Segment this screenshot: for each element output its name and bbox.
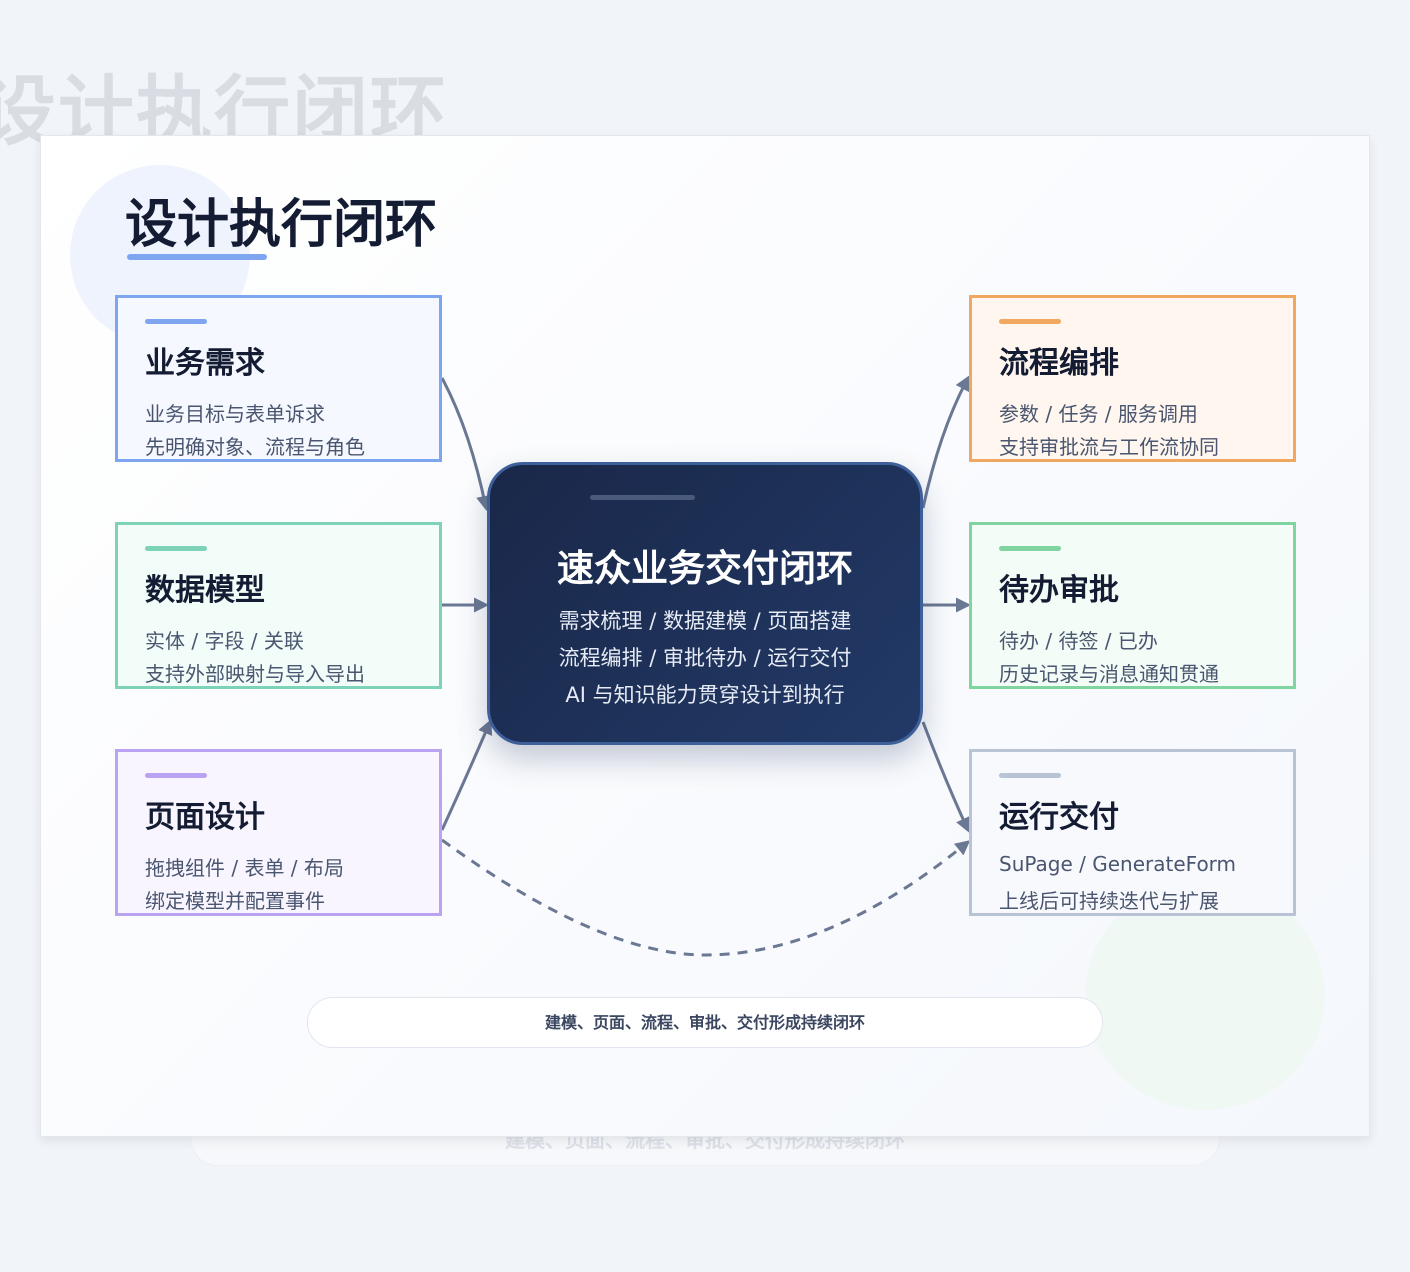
arrow-requirements-center: [440, 377, 491, 511]
card-data-model: 数据模型 实体 / 字段 / 关联 支持外部映射与导入导出: [115, 522, 442, 689]
card-title: 页面设计: [145, 800, 265, 835]
card-delivery: 运行交付 SuPage / GenerateForm 上线后可持续迭代与扩展: [969, 749, 1296, 916]
card-accent-bar: [145, 319, 207, 324]
card-line: 先明确对象、流程与角色: [145, 435, 365, 459]
card-approval: 待办审批 待办 / 待签 / 已办 历史记录与消息通知贯通: [969, 522, 1296, 689]
footer-summary: 建模、页面、流程、审批、交付形成持续闭环: [307, 997, 1103, 1048]
hub-line: AI 与知识能力贯穿设计到执行: [565, 683, 845, 707]
card-accent-bar: [145, 773, 207, 778]
card-line: 上线后可持续迭代与扩展: [999, 889, 1219, 913]
card-accent-bar: [999, 319, 1061, 324]
card-requirements: 业务需求 业务目标与表单诉求 先明确对象、流程与角色: [115, 295, 442, 462]
arrow-loop-dashed: [441, 838, 971, 957]
card-title: 流程编排: [999, 346, 1119, 381]
card-accent-bar: [145, 546, 207, 551]
card-line: 历史记录与消息通知贯通: [999, 662, 1219, 686]
hub-bar: [590, 495, 695, 500]
card-page-design: 页面设计 拖拽组件 / 表单 / 布局 绑定模型并配置事件: [115, 749, 442, 916]
card-line: 待办 / 待签 / 已办: [999, 629, 1158, 653]
arrow-page-center: [440, 719, 493, 831]
hub-line: 流程编排 / 审批待办 / 运行交付: [558, 646, 852, 670]
center-hub: 速众业务交付闭环 需求梳理 / 数据建模 / 页面搭建 流程编排 / 审批待办 …: [487, 462, 923, 745]
arrow-center-delivery: [921, 721, 970, 833]
card-line: 绑定模型并配置事件: [145, 889, 325, 913]
card-line: 业务目标与表单诉求: [145, 402, 325, 426]
card-accent-bar: [999, 546, 1061, 551]
arrow-center-process: [921, 375, 970, 509]
page-title: 设计执行闭环: [125, 195, 438, 255]
hub-title: 速众业务交付闭环: [557, 547, 853, 590]
title-underline: [127, 254, 267, 260]
card-line: 支持审批流与工作流协同: [999, 435, 1219, 459]
card-line: 支持外部映射与导入导出: [145, 662, 365, 686]
card-line: SuPage / GenerateForm: [999, 852, 1237, 876]
card-title: 待办审批: [999, 573, 1119, 608]
card-line: 实体 / 字段 / 关联: [145, 629, 304, 653]
card-title: 运行交付: [999, 800, 1119, 835]
hub-line: 需求梳理 / 数据建模 / 页面搭建: [558, 609, 852, 633]
card-title: 业务需求: [145, 346, 265, 381]
card-accent-bar: [999, 773, 1061, 778]
card-line: 参数 / 任务 / 服务调用: [999, 402, 1198, 426]
card-title: 数据模型: [145, 573, 265, 608]
decor-circle: [1085, 880, 1325, 1110]
card-process: 流程编排 参数 / 任务 / 服务调用 支持审批流与工作流协同: [969, 295, 1296, 462]
card-line: 拖拽组件 / 表单 / 布局: [145, 856, 344, 880]
